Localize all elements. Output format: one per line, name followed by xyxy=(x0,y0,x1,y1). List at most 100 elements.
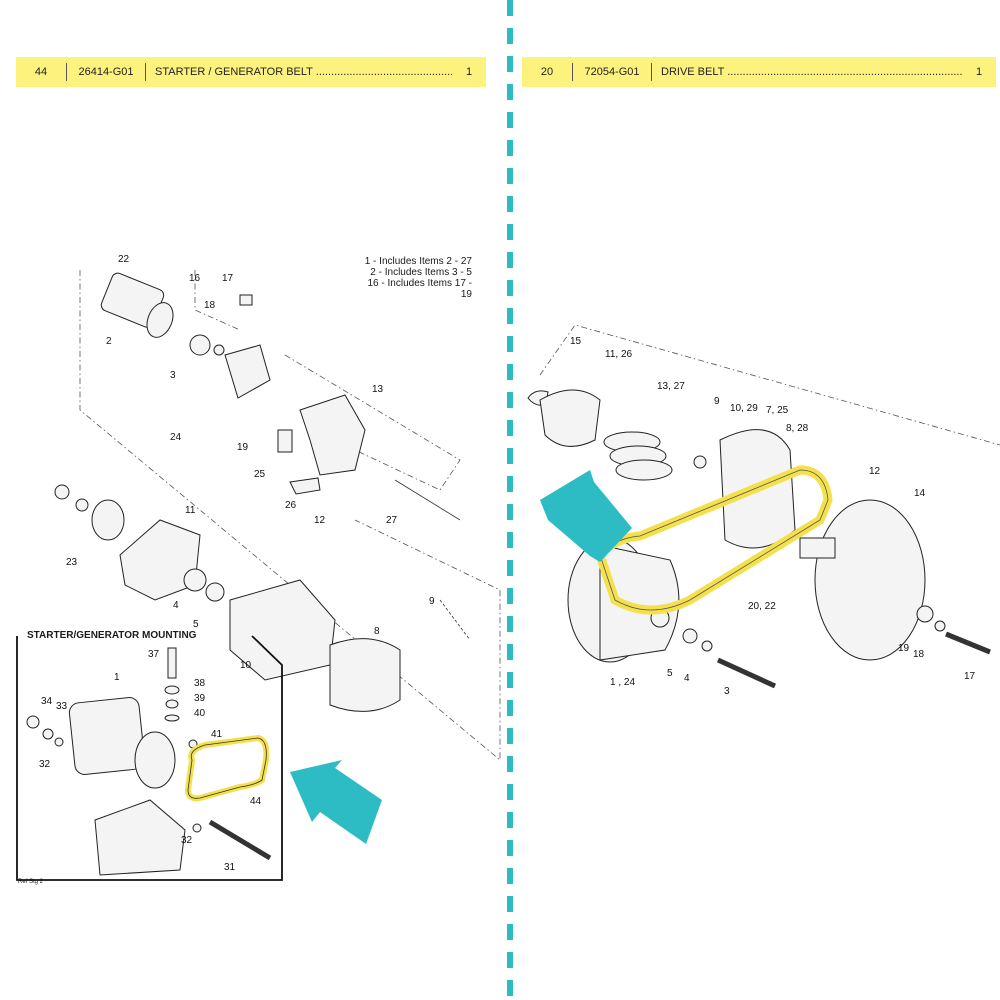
right-part-description: DRIVE BELT .............................… xyxy=(661,66,962,78)
callout: 11, 26 xyxy=(605,349,632,360)
clip-26 xyxy=(289,477,321,495)
right-quantity: 1 xyxy=(975,66,983,78)
callout: 15 xyxy=(570,336,582,347)
callout: 18 xyxy=(913,649,925,660)
group-16-bracket xyxy=(194,270,241,331)
reference-label: Ref Stg 2 xyxy=(18,879,44,885)
starter-generator-1 xyxy=(68,697,146,775)
callout: 31 xyxy=(224,862,236,873)
mount-bracket xyxy=(94,799,186,876)
note-line: 16 - Includes Items 17 - 19 xyxy=(367,278,473,300)
callout: 8 xyxy=(374,626,380,637)
callout: 44 xyxy=(250,796,262,807)
right-pointer-arrow xyxy=(540,470,632,562)
assembly-notes: 1 - Includes Items 2 - 27 2 - Includes I… xyxy=(360,256,472,300)
callout: 24 xyxy=(170,432,182,443)
left-item-number: 44 xyxy=(16,63,67,81)
callout: 1 , 24 xyxy=(610,677,635,688)
end-bell-13 xyxy=(299,394,366,476)
washer-4 xyxy=(701,640,713,652)
callout: 16 xyxy=(189,273,201,284)
left-part-number: 26414-G01 xyxy=(67,63,146,81)
callout: 20, 22 xyxy=(748,601,776,612)
callout: 17 xyxy=(964,671,976,682)
shaft-12 xyxy=(799,537,836,559)
callout: 37 xyxy=(148,649,160,660)
callout: 10 xyxy=(240,660,252,671)
callout: 10, 29 xyxy=(730,403,758,414)
callout: 9 xyxy=(429,596,435,607)
callout: 12 xyxy=(314,515,326,526)
callout: 4 xyxy=(173,600,179,611)
inset-title: STARTER/GENERATOR MOUNTING xyxy=(25,630,199,641)
callout: 34 xyxy=(41,696,53,707)
drive-assembly-bracket xyxy=(539,324,1000,446)
callout: 5 xyxy=(667,668,673,679)
nut-39 xyxy=(165,699,179,709)
callout: 32 xyxy=(39,759,51,770)
nut-23a xyxy=(54,484,70,500)
callout: 13 xyxy=(372,384,384,395)
callout: 26 xyxy=(285,500,297,511)
callout: 14 xyxy=(914,488,926,499)
washer-32 xyxy=(54,737,64,747)
plate-5 xyxy=(205,582,225,602)
callout: 3 xyxy=(170,370,176,381)
left-exploded-view: 22 16 17 18 2 3 19 13 24 25 26 12 27 23 … xyxy=(54,254,501,761)
assembly-bracket-dashed xyxy=(79,270,501,761)
right-part-header: 20 72054-G01 DRIVE BELT ................… xyxy=(522,57,996,87)
generator-end xyxy=(134,731,176,789)
callout: 11 xyxy=(185,505,196,516)
note-line: 2 - Includes Items 3 - 5 xyxy=(370,267,472,278)
bolt-27 xyxy=(394,479,461,521)
callout: 2 xyxy=(106,336,112,347)
bolt-17 xyxy=(945,631,991,655)
brush-17 xyxy=(239,294,253,306)
callout: 7, 25 xyxy=(766,405,789,416)
callout: 39 xyxy=(194,693,206,704)
nut-34 xyxy=(26,715,40,729)
left-part-header: 44 26414-G01 STARTER / GENERATOR BELT ..… xyxy=(16,57,486,87)
callout: 1 xyxy=(114,672,120,683)
right-item-number: 20 xyxy=(522,63,573,81)
callout: 3 xyxy=(724,686,730,697)
right-part-number: 72054-G01 xyxy=(573,63,652,81)
washer-18 xyxy=(213,344,225,356)
brush-25 xyxy=(277,429,293,453)
spring-13 xyxy=(603,431,673,481)
callout: 4 xyxy=(684,673,690,684)
washer-33 xyxy=(42,728,54,740)
bearing-3 xyxy=(189,334,211,356)
callout: 8, 28 xyxy=(786,423,809,434)
callout: 13, 27 xyxy=(657,381,685,392)
callout: 33 xyxy=(56,701,68,712)
callout: 23 xyxy=(66,557,78,568)
washer-23b xyxy=(75,498,89,512)
pulley-23 xyxy=(91,499,125,541)
roller-10 xyxy=(693,455,707,469)
mounting-inset: 1 37 38 39 40 34 33 32 41 44 32 31 xyxy=(16,635,283,881)
solenoid-part xyxy=(100,272,174,338)
callout: 40 xyxy=(194,708,206,719)
note-line: 1 - Includes Items 2 - 27 xyxy=(364,256,472,267)
callout: 18 xyxy=(204,300,216,311)
washer-stack-9 xyxy=(439,599,471,641)
left-pointer-arrow xyxy=(290,760,382,844)
callout: 32 xyxy=(181,835,193,846)
callout: 38 xyxy=(194,678,206,689)
callout: 19 xyxy=(237,442,249,453)
bolt-37 xyxy=(167,647,177,679)
callout: 5 xyxy=(193,619,199,630)
field-coil-8 xyxy=(329,638,401,712)
group-13-bracket xyxy=(284,354,461,491)
plate-part xyxy=(224,344,271,399)
callout: 25 xyxy=(254,469,266,480)
driven-pulley-14 xyxy=(814,499,926,661)
washer-18 xyxy=(934,620,946,632)
left-part-description: STARTER / GENERATOR BELT ...............… xyxy=(155,66,452,78)
right-clutch-view: 15 11, 26 13, 27 9 10, 29 7, 25 8, 28 12… xyxy=(527,324,1000,697)
callout: 22 xyxy=(118,254,130,265)
bolt-3 xyxy=(716,657,777,689)
bolt-31 xyxy=(208,819,272,861)
